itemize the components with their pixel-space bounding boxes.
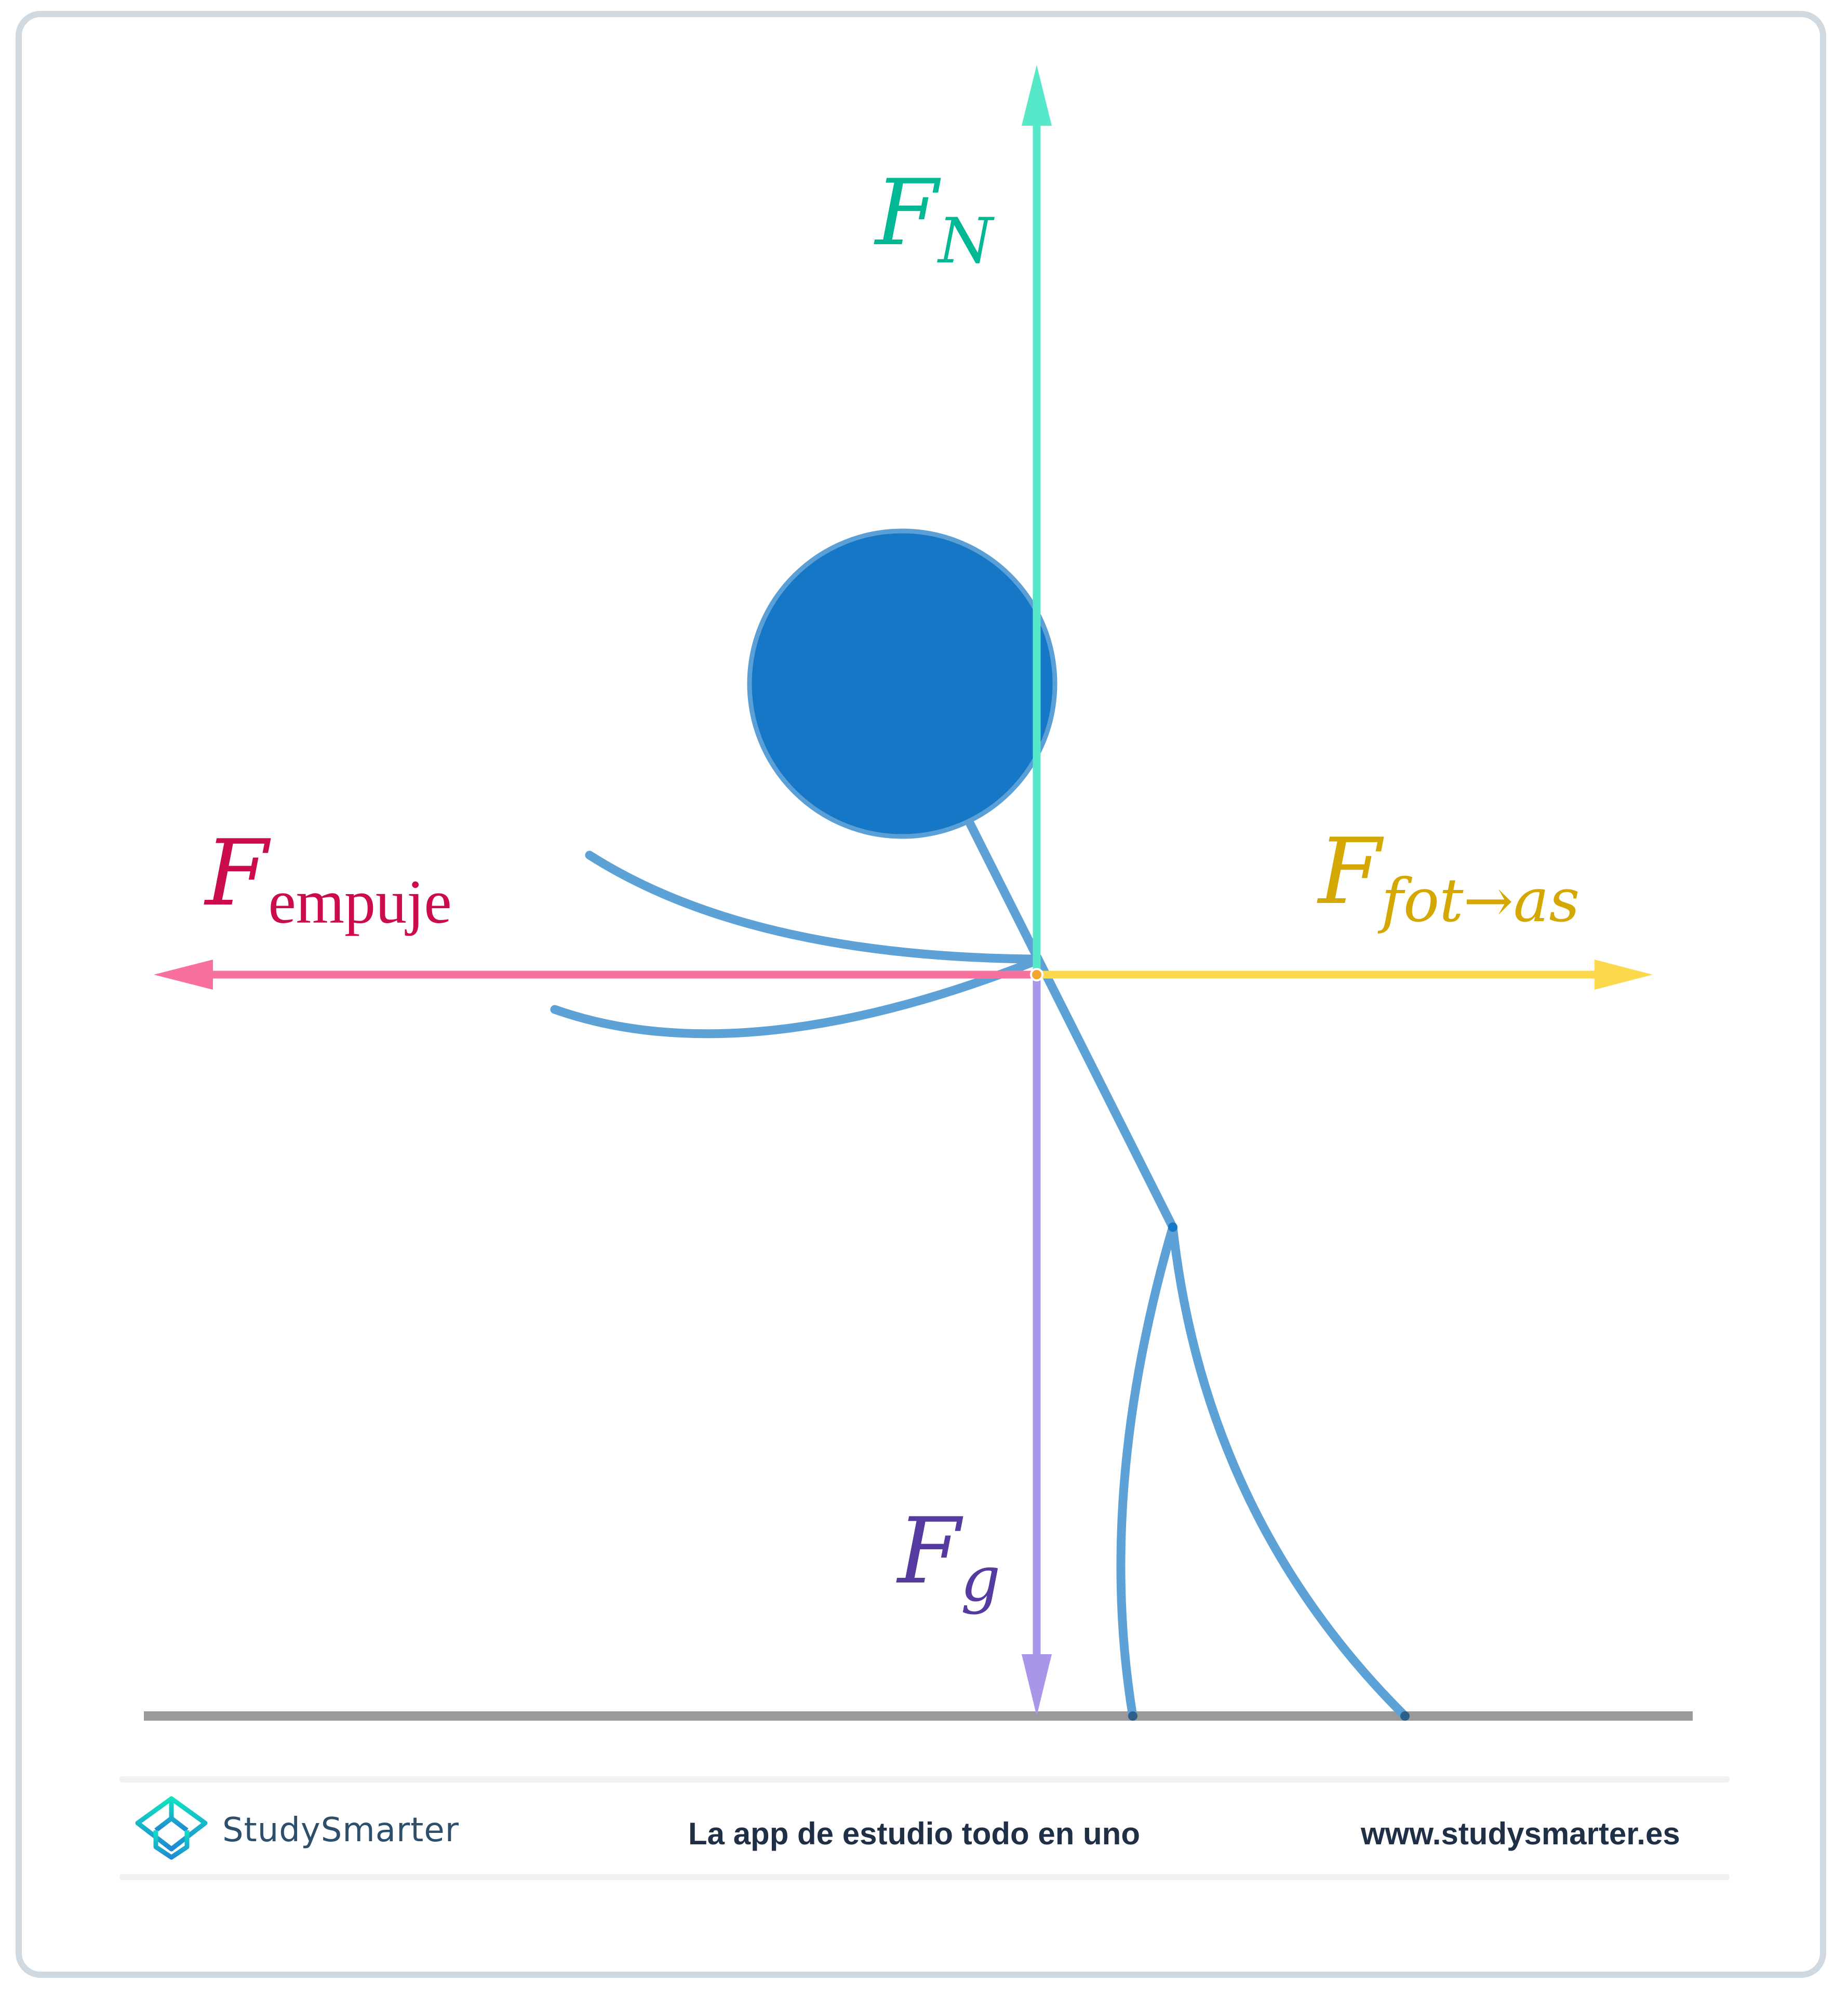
lower-arm [550,957,1037,1039]
left-leg [1116,1222,1177,1721]
footer-url[interactable]: www.studysmarter.es [1361,1816,1680,1851]
label-gravity-force: Fg [896,1499,1000,1616]
force-origin [1030,968,1043,981]
head [747,528,1057,839]
label-wall-force: Ffot→as [1317,819,1579,936]
footer-divider-bottom [119,1874,1730,1880]
label-push-force: Fempuje [204,821,452,936]
upper-arm [585,850,1036,964]
footer-tagline: La app de estudio todo en uno [688,1816,1140,1851]
brand-name: StudySmarter [222,1811,460,1850]
right-leg [1168,1222,1410,1721]
torso [961,811,1177,1232]
footer-divider-top [119,1776,1730,1783]
gravity-force-arrow [1022,975,1052,1716]
left-foot [1128,1711,1137,1721]
wall-force-arrow [1037,960,1653,990]
knee-joint [1168,1222,1177,1232]
studysmarter-logo-icon [135,1796,208,1860]
stick-figure [550,811,1410,1721]
push-force-arrow [154,960,1037,990]
right-foot [1400,1711,1410,1721]
label-normal-force: FN [874,161,995,277]
normal-force-arrow [1022,65,1052,975]
diagram-card [16,11,1826,1978]
